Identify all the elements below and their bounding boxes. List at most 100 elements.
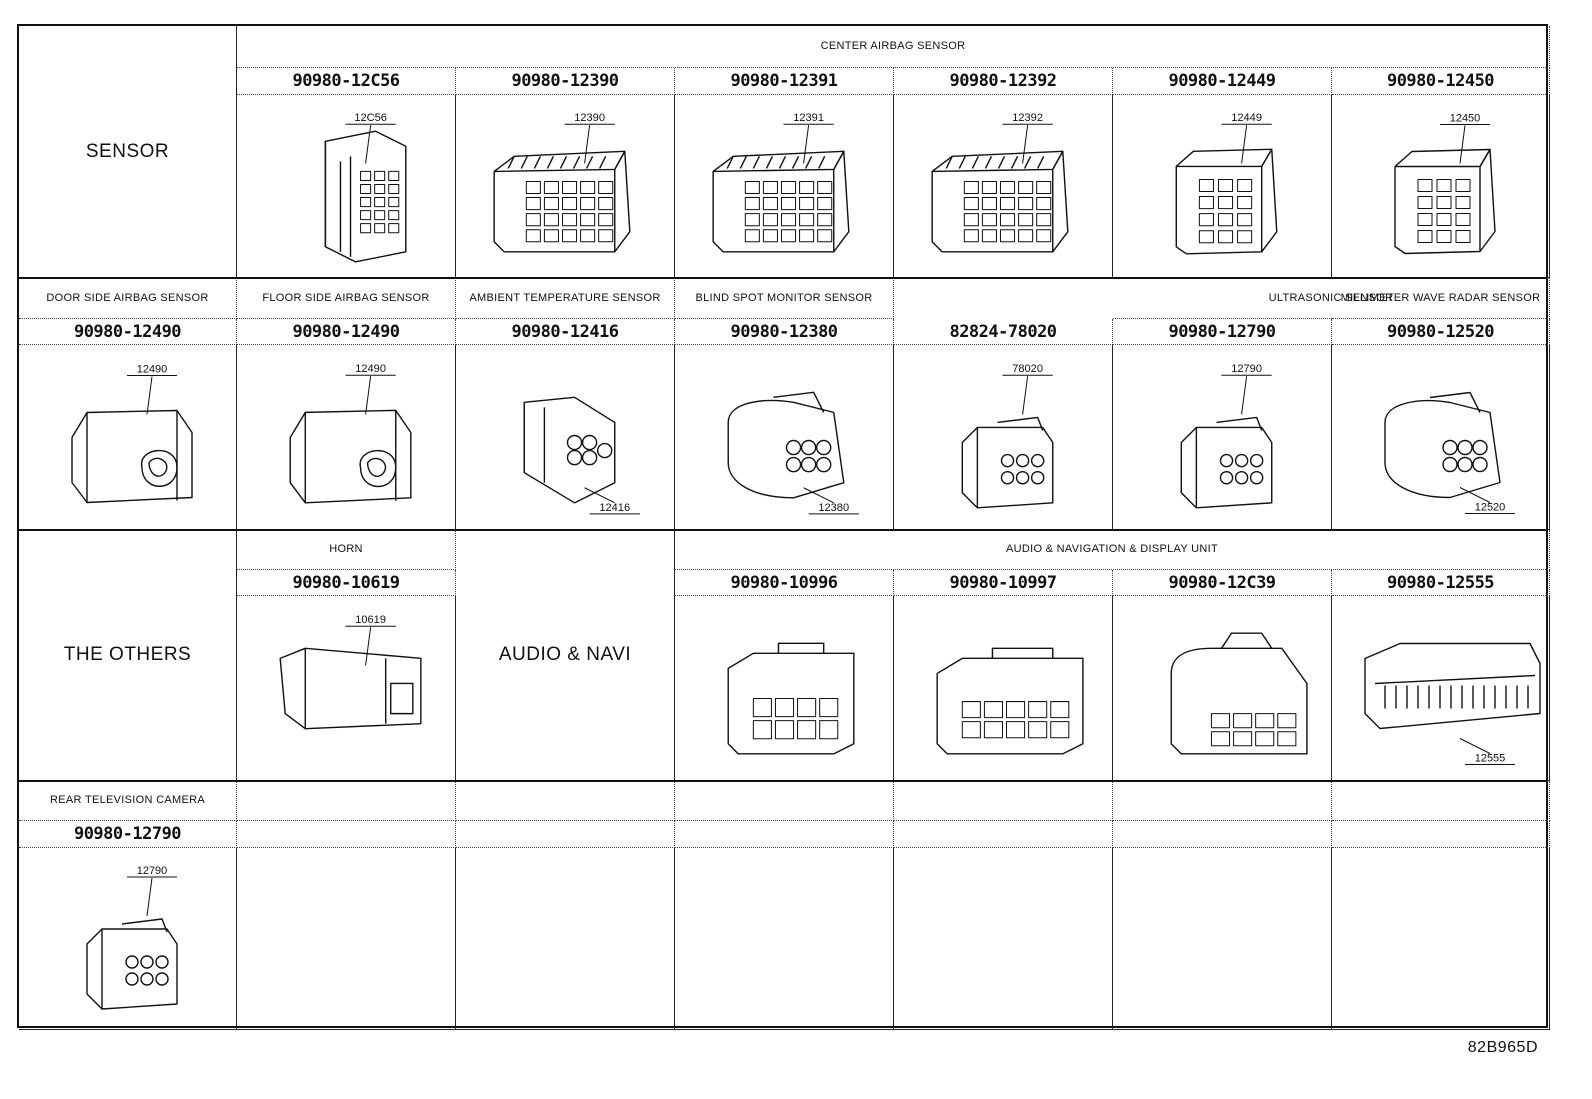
category-center-airbag: CENTER AIRBAG SENSOR (237, 26, 1550, 68)
group-audio-navi: AUDIO & NAVI (456, 530, 675, 781)
part-callout: 12392 (1012, 112, 1043, 124)
part-number-text: 90980-12380 (730, 321, 838, 342)
part-number-text: 90980-12392 (949, 71, 1057, 91)
part-callout: 12416 (599, 502, 630, 514)
sensor-connector-5-connector-illustration: 12790 (1180, 363, 1273, 509)
sensor-connector-1-drawing: 12490 (245, 351, 448, 524)
category-horn-text: HORN (329, 543, 363, 556)
empty-cell (894, 848, 1113, 1030)
part-number-text: 90980-12C39 (1168, 572, 1276, 593)
category-rear-camera-text: REAR TELEVISION CAMERA (50, 794, 205, 807)
sensor-connector-4-connector-illustration: 78020 (961, 363, 1054, 509)
part-number: 90980-12490 (237, 319, 456, 345)
sensor-connector-3-connector-illustration: 12380 (727, 391, 859, 515)
audio-connector-0-drawing (683, 602, 886, 775)
category-label: DOOR SIDE AIRBAG SENSOR (19, 278, 237, 319)
part-number: 90980-12490 (19, 319, 237, 345)
empty-cell (456, 821, 675, 848)
sensor-connector-4-drawing: 78020 (902, 351, 1105, 524)
part-callout: 12390 (574, 112, 605, 124)
part-number-text: 90980-12391 (730, 71, 838, 91)
category-horn: HORN (237, 530, 456, 570)
audio-connector-2-drawing (1121, 602, 1324, 775)
part-number: 90980-12390 (456, 68, 675, 95)
category-label: MILLIMETER WAVE RADAR SENSOR (1332, 278, 1550, 319)
category-label: AMBIENT TEMPERATURE SENSOR (456, 278, 675, 319)
sensor-connector-2-connector-illustration: 12416 (523, 396, 640, 515)
empty-cell (675, 781, 894, 821)
sensor-connector-0-connector-illustration: 12490 (71, 364, 193, 504)
part-number: 90980-12449 (1113, 68, 1332, 95)
sensor-connector-1-connector-illustration: 12490 (289, 363, 412, 504)
empty-cell (237, 848, 456, 1030)
empty-cell (894, 821, 1113, 848)
part-number: 90980-10997 (894, 570, 1113, 596)
sensor-connector-6-connector-illustration: 12520 (1384, 391, 1515, 514)
empty-cell (456, 848, 675, 1030)
group-sensor: SENSOR (19, 26, 237, 278)
connector-cell (19, 848, 237, 1030)
part-callout: 12C56 (354, 112, 387, 124)
part-callout: 78020 (1012, 363, 1043, 375)
figure-code: 82B965D (1467, 1039, 1538, 1056)
category-label-text: FLOOR SIDE AIRBAG SENSOR (262, 291, 430, 304)
part-callout: 12450 (1450, 113, 1481, 125)
sensor-connector-2-drawing: 12416 (464, 351, 667, 524)
category-audio-navigation: AUDIO & NAVIGATION & DISPLAY UNIT (675, 530, 1550, 570)
part-number: 90980-10619 (237, 570, 456, 596)
part-number: 90980-12790 (19, 821, 237, 848)
part-number-text: 90980-12520 (1386, 321, 1495, 342)
group-sensor-text: SENSOR (85, 140, 170, 162)
category-ultrasonic-text: ULTRASONIC SENSOR (1268, 291, 1394, 304)
part-number-text: 90980-12390 (511, 71, 619, 91)
part-number: 90980-10996 (675, 570, 894, 596)
category-label-text: MILLIMETER WAVE RADAR SENSOR (1340, 291, 1541, 304)
part-callout: 12490 (355, 363, 386, 375)
part-number: 90980-12391 (675, 68, 894, 95)
empty-cell (1332, 821, 1550, 848)
connector-4-drawing: 12449 (1121, 101, 1324, 272)
empty-cell (237, 781, 456, 821)
rear-camera-connector-drawing: 12790 (27, 854, 229, 1024)
part-number-text: 90980-10996 (730, 572, 838, 593)
sensor-connector-3-drawing: 12380 (683, 351, 886, 524)
connector-1-connector-illustration: 12390 (493, 112, 631, 253)
part-number-text: 90980-12C56 (292, 71, 400, 91)
group-audio-navi-text: AUDIO & NAVI (498, 644, 632, 665)
part-callout: 12490 (137, 364, 168, 376)
connector-3-connector-illustration: 12392 (931, 112, 1069, 253)
connector-table: SENSOR CENTER AIRBAG SENSOR 90980-12C56 12C… (17, 24, 1550, 1030)
connector-0-connector-illustration: 12C56 (324, 112, 407, 263)
part-callout: 12790 (137, 865, 168, 877)
audio-connector-3-connector-illustration: 12555 (1364, 642, 1541, 765)
audio-connector-2-connector-illustration (1170, 632, 1308, 755)
connector-4-connector-illustration: 12449 (1175, 112, 1278, 255)
part-callout: 12790 (1231, 363, 1262, 375)
audio-connector-3-drawing: 12555 (1340, 602, 1542, 775)
horn-connector-connector-illustration: 10619 (279, 614, 422, 730)
part-number: 90980-12555 (1332, 570, 1550, 596)
connector-5-connector-illustration: 12450 (1394, 113, 1496, 255)
category-audio-navigation-text: AUDIO & NAVIGATION & DISPLAY UNIT (1005, 543, 1218, 556)
empty-cell (237, 821, 456, 848)
category-rear-camera: REAR TELEVISION CAMERA (19, 781, 237, 821)
sensor-connector-6-drawing: 12520 (1340, 351, 1542, 524)
row-divider (19, 529, 1546, 531)
empty-cell (456, 781, 675, 821)
part-number-text: 90980-10997 (949, 572, 1057, 593)
rear-camera-connector-connector-illustration: 12790 (86, 865, 178, 1010)
connector-2-drawing: 12391 (683, 101, 886, 272)
connector-2-connector-illustration: 12391 (712, 112, 850, 253)
sensor-connector-5-drawing: 12790 (1121, 351, 1324, 524)
part-number: 90980-12520 (1332, 319, 1550, 345)
connector-1-drawing: 12390 (464, 101, 667, 272)
part-callout: 12449 (1231, 112, 1262, 124)
part-callout: 10619 (355, 614, 386, 626)
part-number: 90980-12380 (675, 319, 894, 345)
part-number: 90980-12C56 (237, 68, 456, 95)
empty-cell (675, 821, 894, 848)
connector-5-drawing: 12450 (1340, 101, 1542, 272)
part-number-text: 82824-78020 (949, 321, 1057, 342)
part-number: 90980-12790 (1113, 319, 1332, 345)
part-number: 90980-12C39 (1113, 570, 1332, 596)
